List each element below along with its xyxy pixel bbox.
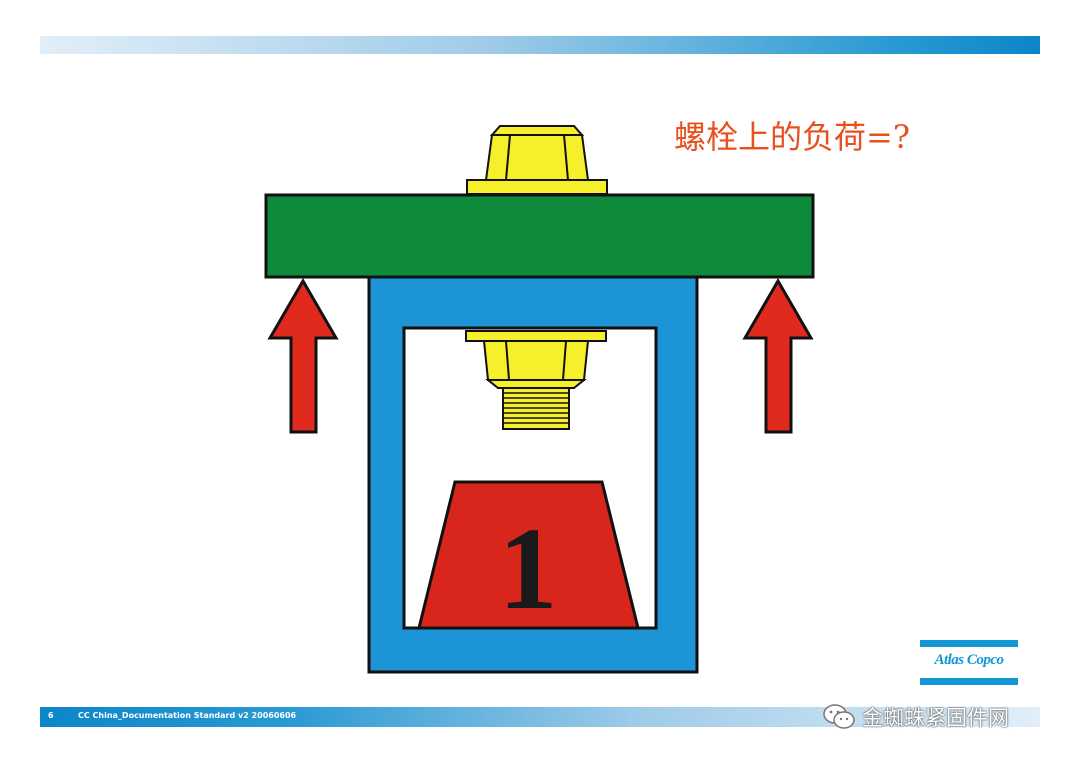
watermark-text: 金蜘蛛紧固件网 xyxy=(862,706,1009,730)
wechat-icon xyxy=(823,704,855,729)
left-up-arrow xyxy=(267,278,339,434)
right-up-arrow xyxy=(742,278,814,434)
page-number: 6 xyxy=(48,711,54,720)
logo-text: Atlas Copco xyxy=(934,652,1004,668)
weight-number: 1 xyxy=(499,503,558,634)
footer-gradient-bar: 6 CC China_Documentation Standard v2 200… xyxy=(40,707,1040,727)
logo-stripe-top xyxy=(920,640,1018,647)
atlas-copco-logo: Atlas Copco xyxy=(920,640,1018,686)
green-plate xyxy=(264,193,815,279)
header-gradient-bar xyxy=(40,36,1040,54)
watermark: 金蜘蛛紧固件网 xyxy=(822,702,1009,732)
logo-stripe-bottom xyxy=(920,678,1018,685)
bolt-thread xyxy=(502,387,570,430)
bolt-nut xyxy=(465,330,607,389)
question-title: 螺栓上的负荷=? xyxy=(674,118,910,156)
footer-text: CC China_Documentation Standard v2 20060… xyxy=(78,711,297,720)
weight-block xyxy=(417,480,640,630)
bolt-head xyxy=(466,125,608,195)
